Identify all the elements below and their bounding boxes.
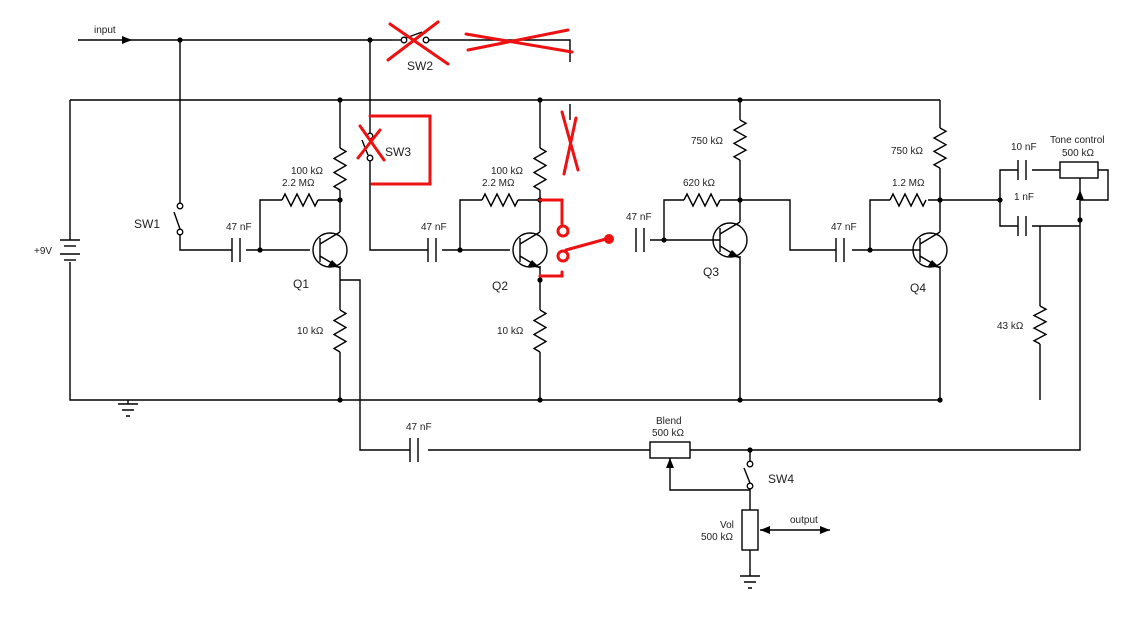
transistor-q1 [312, 231, 348, 269]
red-cross-vertical [560, 110, 580, 176]
c1-label: 47 nF [226, 222, 252, 233]
q3-label: Q3 [703, 265, 719, 279]
switch-sw1[interactable] [173, 202, 184, 236]
transistor-q2 [512, 231, 548, 269]
r1-emitter-label: 10 kΩ [297, 326, 324, 337]
volume-pot[interactable] [741, 509, 759, 551]
battery-symbol [60, 239, 80, 261]
c-tone-1n-label: 1 nF [1014, 192, 1034, 203]
r1-collector-label: 100 kΩ [291, 166, 323, 177]
sw4-label: SW4 [768, 472, 794, 486]
r3-collector-label: 750 kΩ [691, 136, 723, 147]
r2-collector-label: 100 kΩ [491, 166, 523, 177]
r2-feedback-label: 2.2 MΩ [482, 178, 515, 189]
red-cross-sw2 [386, 20, 450, 66]
transistor-q3 [712, 221, 748, 259]
ground-symbol-output [740, 572, 760, 589]
r3-feedback-label: 620 kΩ [683, 178, 715, 189]
red-bypass-q2 [538, 198, 564, 278]
tone-control-pot[interactable] [1059, 161, 1099, 179]
sw3-label: SW3 [385, 145, 411, 159]
input-label: input [94, 25, 116, 36]
sw1-label: SW1 [134, 217, 160, 231]
output-label: output [790, 515, 818, 526]
tone-control-title: Tone control [1050, 135, 1104, 146]
capacitors [231, 160, 1027, 462]
red-cross-sw3 [356, 124, 386, 162]
resistors [281, 119, 1048, 353]
switch-sw2[interactable] [392, 31, 430, 44]
vol-value: 500 kΩ [701, 532, 733, 543]
blend-title: Blend [656, 416, 682, 427]
supply-label: +9V [34, 246, 52, 257]
r1-feedback-label: 2.2 MΩ [282, 178, 315, 189]
c3-label: 47 nF [626, 212, 652, 223]
q1-label: Q1 [293, 277, 309, 291]
blend-pot[interactable] [649, 441, 691, 459]
wires [69, 36, 1109, 572]
c5-label: 47 nF [406, 422, 432, 433]
ground-symbol [118, 400, 138, 417]
r-tone-shunt-label: 43 kΩ [997, 321, 1024, 332]
component-labels: input output +9V SW1 SW2 SW3 SW4 Q1 Q2 Q… [34, 25, 1104, 543]
red-markup [356, 20, 614, 278]
q4-label: Q4 [910, 281, 926, 295]
red-box-sw3 [368, 114, 432, 186]
vol-title: Vol [720, 520, 734, 531]
r2-emitter-label: 10 kΩ [497, 326, 524, 337]
sw2-label: SW2 [407, 59, 433, 73]
r4-feedback-label: 1.2 MΩ [892, 178, 925, 189]
tone-control-value: 500 kΩ [1062, 148, 1094, 159]
red-cross-input-line [464, 28, 574, 54]
c2-label: 47 nF [421, 222, 447, 233]
r4-collector-label: 750 kΩ [891, 146, 923, 157]
c4-label: 47 nF [831, 222, 857, 233]
transistor-q4 [912, 231, 948, 269]
q2-label: Q2 [492, 279, 508, 293]
c-tone-10n-label: 10 nF [1011, 142, 1037, 153]
switch-sw4[interactable] [743, 460, 754, 490]
blend-value: 500 kΩ [652, 428, 684, 439]
